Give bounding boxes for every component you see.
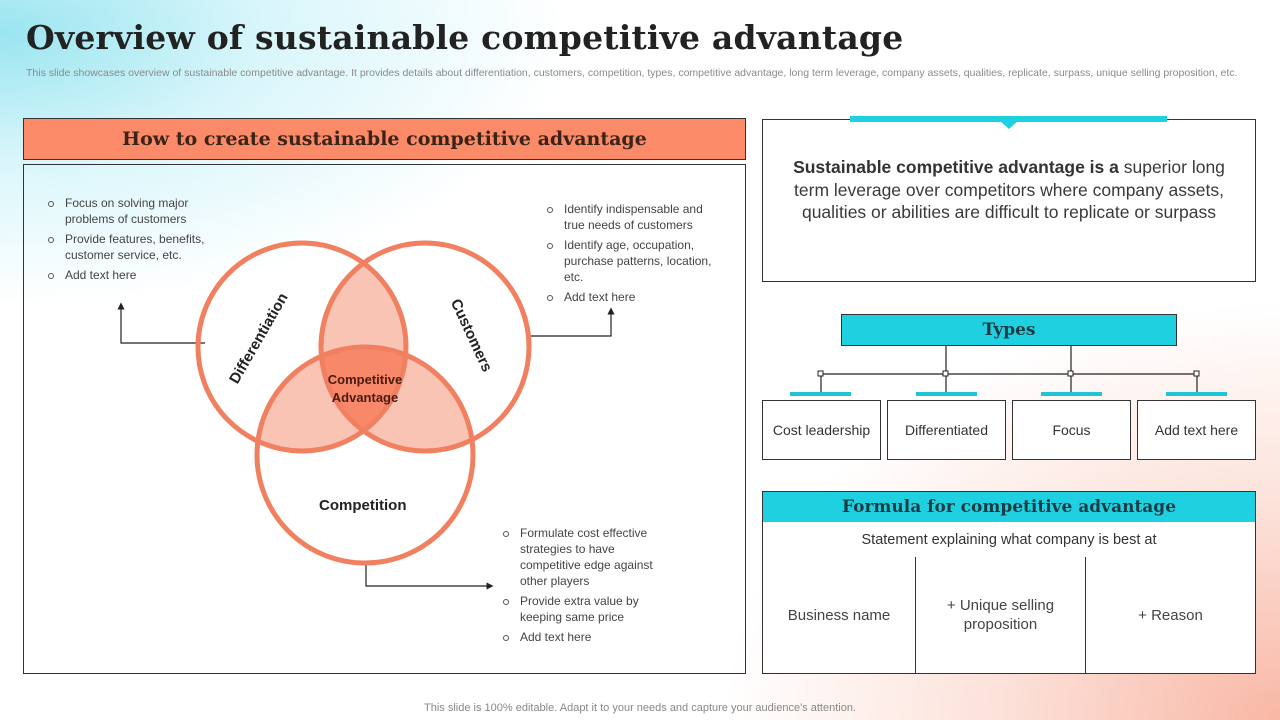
definition-bold: Sustainable competitive advantage is a <box>793 157 1119 177</box>
center-label-line1: Competitive <box>327 372 403 387</box>
type-accent-bar <box>1166 392 1227 396</box>
bullet-item: Add text here <box>545 289 725 305</box>
bullet-item: Add text here <box>501 629 661 645</box>
bullet-item: Provide extra value by keeping same pric… <box>501 593 661 625</box>
bullet-item: Identify age, occupation, purchase patte… <box>545 237 725 285</box>
definition-text: Sustainable competitive advantage is a s… <box>785 156 1233 224</box>
type-accent-bar <box>790 392 851 396</box>
venn-label-competition: Competition <box>319 497 407 514</box>
venn-center-label: Competitive Advantage <box>310 371 420 407</box>
type-card-add-text: Add text here <box>1137 400 1256 460</box>
differentiation-circle <box>195 240 409 454</box>
footer-note: This slide is 100% editable. Adapt it to… <box>424 702 856 714</box>
formula-header: Formula for competitive advantage <box>762 491 1256 523</box>
definition-notch-icon <box>1000 121 1018 129</box>
formula-cell-reason: + Reason <box>1085 557 1256 674</box>
page-subtitle: This slide showcases overview of sustain… <box>26 67 1238 79</box>
competition-circle <box>254 344 476 566</box>
bullet-item: Add text here <box>46 267 221 283</box>
venn-diagram <box>195 240 532 566</box>
bullet-item: Formulate cost effective strategies to h… <box>501 525 661 589</box>
types-header: Types <box>841 314 1177 346</box>
formula-cell-usp: + Unique selling proposition <box>915 557 1086 674</box>
center-label-line2: Advantage <box>331 390 399 405</box>
bullet-item: Provide features, benefits, customer ser… <box>46 231 221 263</box>
differentiation-bullets: Focus on solving major problems of custo… <box>46 195 221 287</box>
definition-rest: superior long term leverage over competi… <box>794 157 1225 222</box>
formula-statement: Statement explaining what company is bes… <box>762 522 1256 558</box>
type-card-differentiated: Differentiated <box>887 400 1006 460</box>
competition-bullets: Formulate cost effective strategies to h… <box>501 525 661 649</box>
type-card-cost-leadership: Cost leadership <box>762 400 881 460</box>
bullet-item: Identify indispensable and true needs of… <box>545 201 725 233</box>
bullet-item: Focus on solving major problems of custo… <box>46 195 221 227</box>
type-accent-bar <box>916 392 977 396</box>
formula-cell-business-name: Business name <box>762 557 916 674</box>
customers-circle <box>318 240 532 454</box>
left-panel-box <box>23 164 746 674</box>
type-card-focus: Focus <box>1012 400 1131 460</box>
left-panel-header: How to create sustainable competitive ad… <box>23 118 746 160</box>
customers-bullets: Identify indispensable and true needs of… <box>545 201 725 309</box>
definition-accent-bar <box>850 116 1167 122</box>
page-title: Overview of sustainable competitive adva… <box>26 18 904 57</box>
type-accent-bar <box>1041 392 1102 396</box>
